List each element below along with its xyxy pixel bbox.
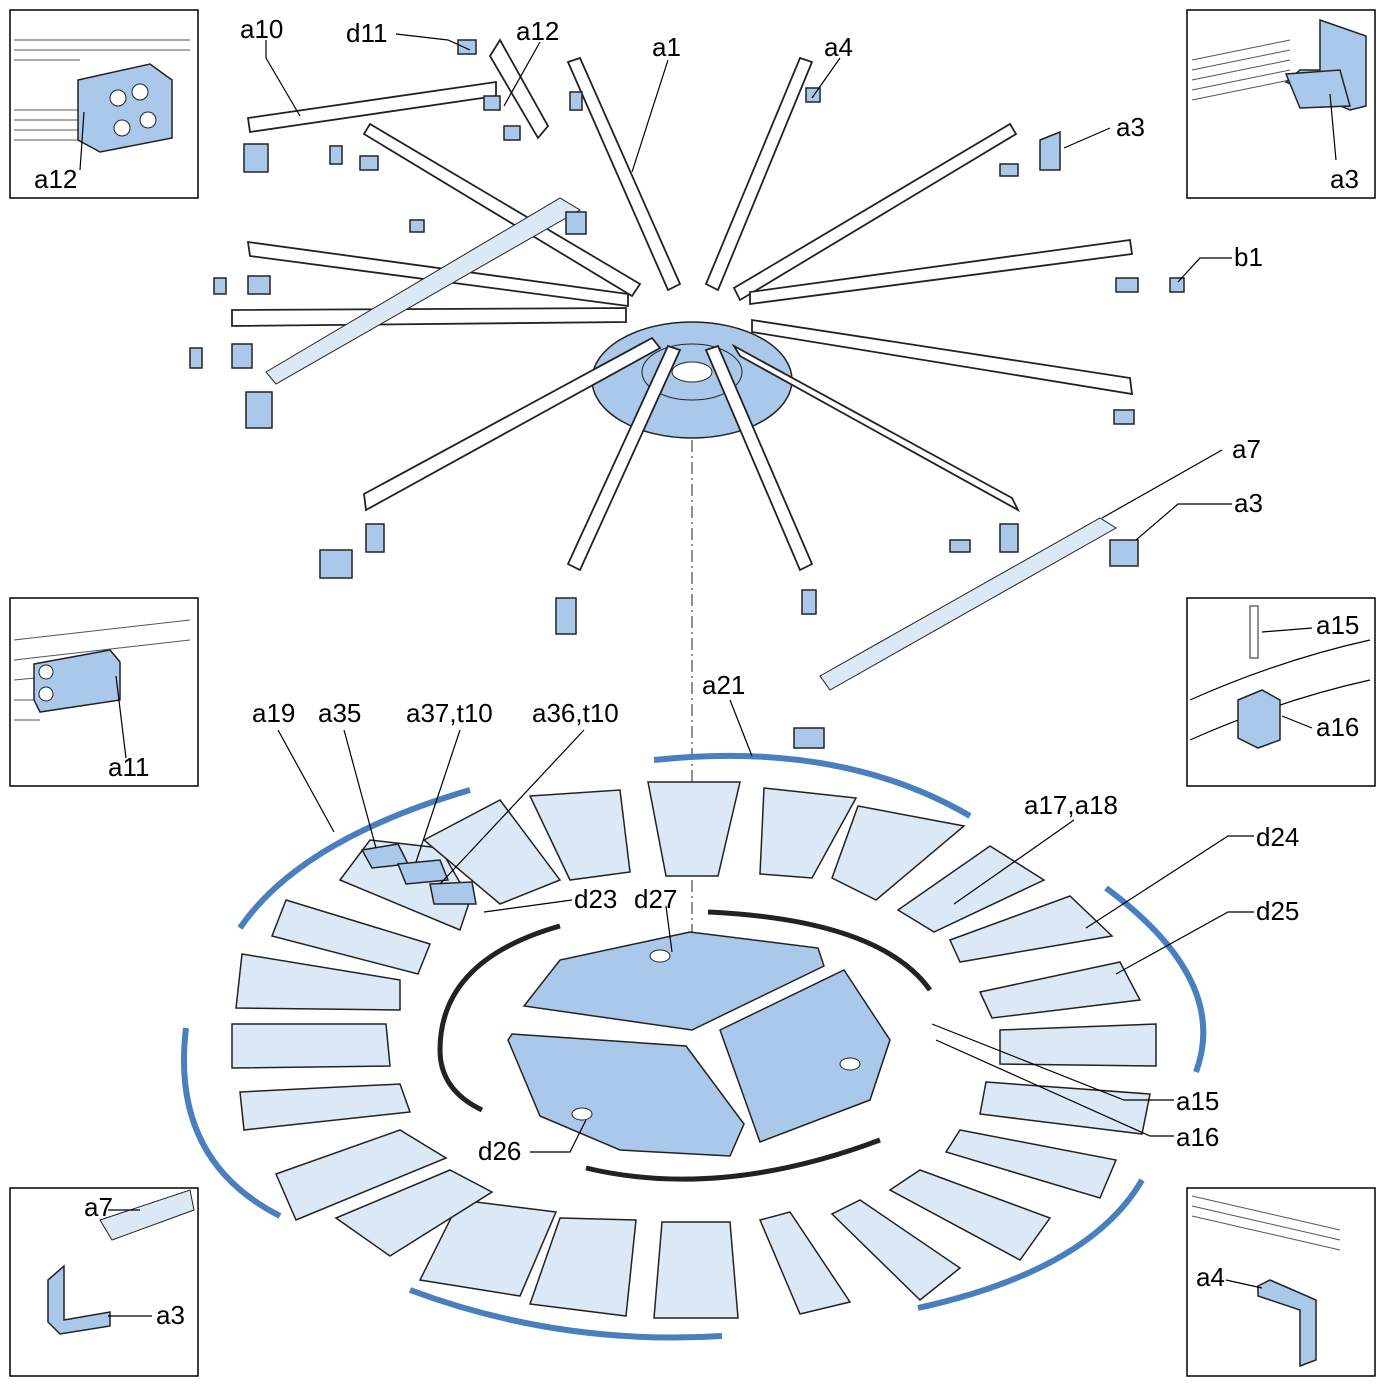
- label-a36-t10: a36,t10: [532, 698, 619, 728]
- label-a7-mid: a7: [1232, 434, 1261, 464]
- label-d26: d26: [478, 1136, 521, 1166]
- inset-mid-right: [1186, 597, 1376, 787]
- label-d11: d11: [346, 18, 387, 48]
- label-a37-t10: a37,t10: [406, 698, 493, 728]
- label-a10: a10: [240, 14, 283, 44]
- label-a19: a19: [252, 698, 295, 728]
- label-d23: d23: [574, 884, 617, 914]
- hub-assembly: [591, 321, 793, 439]
- inner-rail-arcs: [437, 909, 933, 1182]
- label-a12-top: a12: [516, 16, 559, 46]
- inset-top-right: [1186, 9, 1376, 199]
- label-a11: a11: [108, 752, 149, 782]
- inset-bottom-left: [9, 1187, 199, 1377]
- label-a1: a1: [652, 32, 681, 62]
- label-a15-inset: a15: [1316, 610, 1359, 640]
- label-a35: a35: [318, 698, 361, 728]
- inset-mid-left: [9, 597, 199, 787]
- label-d27: d27: [634, 884, 677, 914]
- label-a15: a15: [1176, 1086, 1219, 1116]
- radial-beams: [231, 38, 1134, 572]
- label-a16: a16: [1176, 1122, 1219, 1152]
- label-a3-top: a3: [1116, 112, 1145, 142]
- part-labels: a10 d11 a12 a1 a4 a3 b1 a7 a3 a15 a16 a2…: [34, 14, 1359, 1330]
- inset-bottom-right: [1186, 1187, 1376, 1377]
- label-a3-inset-top: a3: [1330, 164, 1359, 194]
- center-disc-segments: [507, 931, 891, 1157]
- label-a3-mid: a3: [1234, 488, 1263, 518]
- small-parts-lower: [360, 843, 477, 905]
- brackets: [189, 39, 1185, 749]
- label-a4-top: a4: [824, 32, 853, 62]
- label-a4-inset: a4: [1196, 1262, 1225, 1292]
- label-a17-a18: a17,a18: [1024, 790, 1118, 820]
- leader-lines: [265, 33, 1254, 1153]
- label-d24: d24: [1256, 822, 1299, 852]
- label-a16-inset: a16: [1316, 712, 1359, 742]
- label-b1: b1: [1234, 242, 1263, 272]
- label-a12-inset: a12: [34, 164, 77, 194]
- label-a3-inset-bottom: a3: [156, 1300, 185, 1330]
- label-a21: a21: [702, 670, 745, 700]
- label-d25: d25: [1256, 896, 1299, 926]
- label-a7-inset: a7: [84, 1192, 113, 1222]
- inset-top-left: [9, 9, 199, 199]
- diagonal-bars: [265, 197, 1117, 691]
- outer-rail-arcs: [180, 752, 1207, 1341]
